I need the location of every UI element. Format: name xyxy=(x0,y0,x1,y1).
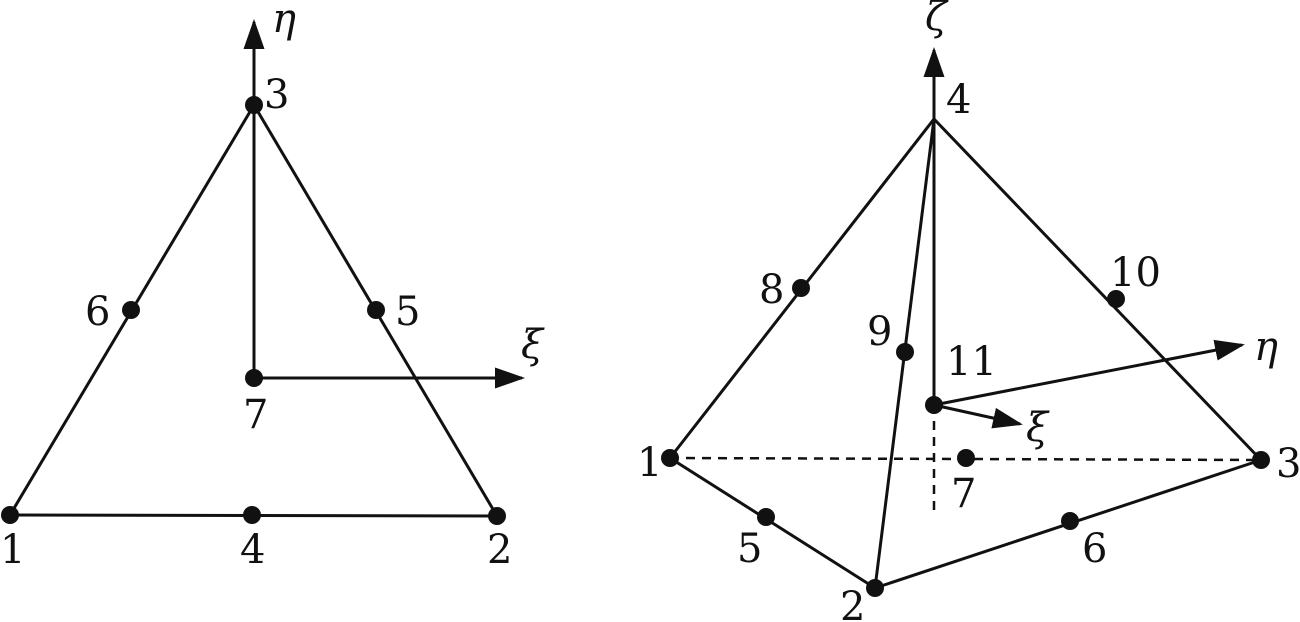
triangle-node-label-2: 2 xyxy=(487,527,512,573)
tetra-xi-label: ξ xyxy=(1026,405,1050,451)
triangle-node-4 xyxy=(243,506,261,524)
triangle-node-label-4: 4 xyxy=(240,527,265,573)
triangle-node-label-7: 7 xyxy=(243,392,268,438)
tetra-node-7 xyxy=(957,449,975,467)
tetra-node-11 xyxy=(925,396,943,414)
tetra-node-label-1: 1 xyxy=(637,440,662,486)
triangle-node-3 xyxy=(245,96,263,114)
tetra-node-label-3: 3 xyxy=(1276,441,1300,487)
tetra-node-2 xyxy=(866,579,884,597)
tetra-node-label-4: 4 xyxy=(946,77,971,123)
triangle-node-label-3: 3 xyxy=(264,72,289,118)
triangle-xi-label: ξ xyxy=(521,322,545,368)
triangle-node-label-1: 1 xyxy=(0,527,25,573)
tetra-node-6 xyxy=(1061,512,1079,530)
triangle-node-6 xyxy=(122,301,140,319)
triangle-node-label-6: 6 xyxy=(85,289,110,335)
tetrahedron-element: ζ η ξ 1 2 3 4 5 6 7 8 9 10 11 xyxy=(637,0,1300,622)
tetra-node-1 xyxy=(661,449,679,467)
triangle-node-label-5: 5 xyxy=(395,289,420,335)
tetra-node-label-9: 9 xyxy=(867,309,892,355)
tetra-zeta-label: ζ xyxy=(925,0,949,40)
tetra-node-10 xyxy=(1107,290,1125,308)
triangle-node-2 xyxy=(488,507,506,525)
tetra-xi-axis xyxy=(933,403,1023,429)
triangle-node-7 xyxy=(245,369,263,387)
tetra-node-5 xyxy=(757,508,775,526)
tetra-node-label-8: 8 xyxy=(759,267,784,313)
tetra-node-label-7: 7 xyxy=(951,471,976,517)
tetra-node-label-6: 6 xyxy=(1082,526,1107,572)
tetra-node-label-11: 11 xyxy=(946,339,997,385)
tetra-eta-label: η xyxy=(1254,324,1278,370)
tetra-node-label-2: 2 xyxy=(840,584,865,622)
triangle-element: η ξ 1 2 3 4 5 6 7 xyxy=(0,0,545,573)
tetra-node-8 xyxy=(792,279,810,297)
tetra-node-label-10: 10 xyxy=(1110,250,1161,296)
triangle-eta-label: η xyxy=(272,0,296,42)
tetra-eta-axis xyxy=(933,339,1245,407)
triangle-node-5 xyxy=(367,301,385,319)
tetra-node-3 xyxy=(1252,451,1270,469)
tetra-node-label-5: 5 xyxy=(737,526,762,572)
tetra-node-9 xyxy=(896,343,914,361)
tetra-edge-4-3 xyxy=(932,117,1263,462)
triangle-node-1 xyxy=(1,506,19,524)
